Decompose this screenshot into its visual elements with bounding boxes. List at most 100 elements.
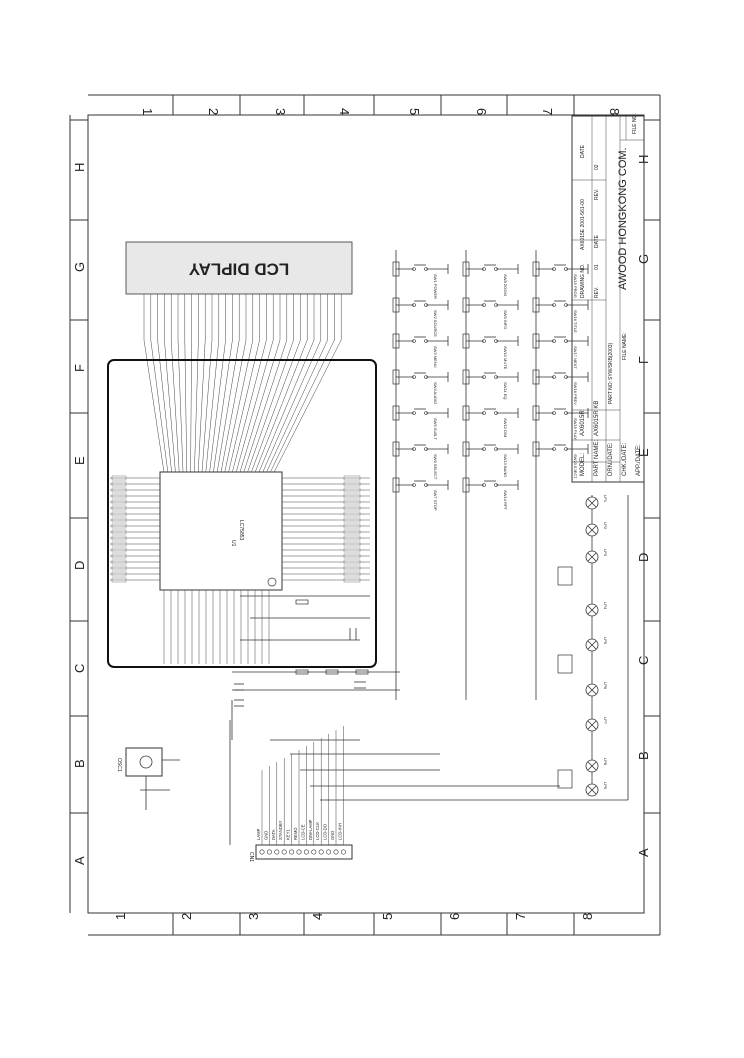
connector-pin-label: LCD-INH [337, 823, 342, 840]
lcd-trace [270, 339, 335, 473]
switch-label: SW14 RPT [503, 490, 508, 511]
zone-letter-left: B [72, 759, 87, 768]
switch-terminal [552, 411, 556, 415]
connector-pin [333, 849, 339, 855]
part-no-value: SYW/SKB(2003) [608, 342, 614, 380]
zone-letter-right: C [636, 656, 651, 665]
ic-ref: U1 [230, 540, 236, 547]
lcd-trace [205, 339, 220, 473]
rev-row-2: 02 [594, 164, 600, 170]
zone-letter-left: H [72, 163, 87, 172]
file-name-label: FILE NAME: [622, 332, 628, 360]
zone-number-top: 6 [474, 108, 489, 115]
switch-label: SW18 PREV [573, 382, 578, 405]
drawing-no-value: AX6015E 2001-561-00 [580, 199, 586, 250]
connector-pin [318, 849, 324, 855]
lcd-trace [254, 339, 308, 473]
switch-label: SW4 AUDIO [433, 382, 438, 404]
zone-number-top: 7 [540, 108, 555, 115]
lamp-label: LP1 [603, 495, 608, 503]
connector-pin-label: REMO [293, 827, 298, 840]
switch-terminal [412, 411, 416, 415]
switch-terminal [412, 339, 416, 343]
pin-label-box [111, 559, 127, 565]
pin-label-box [111, 517, 127, 523]
pin-label-box [343, 559, 361, 565]
switch-terminal [482, 303, 486, 307]
lcd-trace [190, 339, 192, 473]
lcd-trace [177, 339, 184, 473]
switch-label: SW16 TITLE [573, 310, 578, 333]
lcd-display-label: LCD DIPLAY [188, 260, 289, 279]
title-block: DRAWING NO. AX6015E 2001-561-00 DATE REV… [571, 113, 645, 483]
lcd-display [125, 241, 353, 295]
pin-label-box [343, 475, 361, 481]
part-name-label: PART NAME: [594, 440, 600, 476]
switch-label: SW2 SOURCE [433, 310, 438, 337]
switch-label: SW12 DIM [503, 418, 508, 437]
zone-number-bottom: 3 [246, 913, 261, 920]
lcd-trace [239, 339, 281, 473]
part-no-label: PART NO: [608, 381, 614, 404]
connector-pin [266, 849, 272, 855]
app-date-label: APP./DATE: [636, 444, 642, 476]
lamp-x [587, 720, 597, 730]
zone-number-bottom: 7 [513, 913, 528, 920]
lamp-label: LP3 [603, 549, 608, 557]
switch-label: SW15 PROG [573, 274, 578, 298]
lamp-label: LP6 [603, 682, 608, 690]
switch-label: SW7 STOP [433, 490, 438, 511]
zone-number-bottom: 5 [380, 913, 395, 920]
pin-label-box [343, 499, 361, 505]
lcd-trace [157, 339, 172, 473]
pin-label-box [111, 565, 127, 571]
zone-letter-left: G [72, 262, 87, 272]
lamp-label: LP4 [603, 602, 608, 610]
main-board-outline [107, 359, 377, 668]
lamp-label: LP2 [603, 522, 608, 530]
pin-label-box [111, 505, 127, 511]
pin-label-box [343, 487, 361, 493]
switch-label: SW6 SELECT [433, 454, 438, 480]
pin-label-box [111, 577, 127, 583]
oscillator-symbol [139, 755, 153, 769]
lcd-trace [266, 339, 328, 473]
connector-pin-label: GND [330, 831, 335, 840]
switch-label: SW13 BAND [503, 454, 508, 477]
company-name: AWOOD HONGKONG COM. [617, 147, 629, 290]
connector-pin-label: GND [263, 831, 268, 840]
switch-label: SW3 MENU [433, 346, 438, 368]
zone-letter-right: B [636, 751, 651, 760]
pin-label-box [343, 547, 361, 553]
pin-label-box [111, 499, 127, 505]
switch-label: SW20 EJECT [573, 454, 578, 479]
pin-label-box [111, 535, 127, 541]
lcd-trace [232, 339, 267, 473]
pin-label-box [111, 493, 127, 499]
lamp-label: LP7 [603, 717, 608, 725]
zone-letter-right: D [636, 553, 651, 562]
switch-label: SW5 SUB-T [433, 418, 438, 440]
model-value: AX6015R [580, 410, 586, 436]
switch-terminal [482, 447, 486, 451]
connector-pin [326, 849, 332, 855]
drn-date-label: DRN./DATE: [608, 442, 614, 476]
connector-pin [289, 849, 295, 855]
connector-pin-label: STANDBY [278, 820, 283, 840]
switch-label: SW11 EQ [503, 382, 508, 400]
switch-label: SW19 PLAY [573, 418, 578, 440]
part-name-value: AX6015R KB [594, 401, 600, 436]
zone-letter-left: A [72, 856, 87, 865]
connector-pin [259, 849, 265, 855]
pin-label-box [343, 529, 361, 535]
rev-label-1: REV. [594, 287, 600, 298]
pin-label-box [111, 553, 127, 559]
lcd-trace [150, 339, 169, 473]
switch-terminal [482, 483, 486, 487]
switch-terminal [482, 339, 486, 343]
pin-label-box [111, 511, 127, 517]
lcd-trace [197, 339, 206, 473]
zone-number-top: 4 [337, 108, 352, 115]
pin-label-box [111, 523, 127, 529]
